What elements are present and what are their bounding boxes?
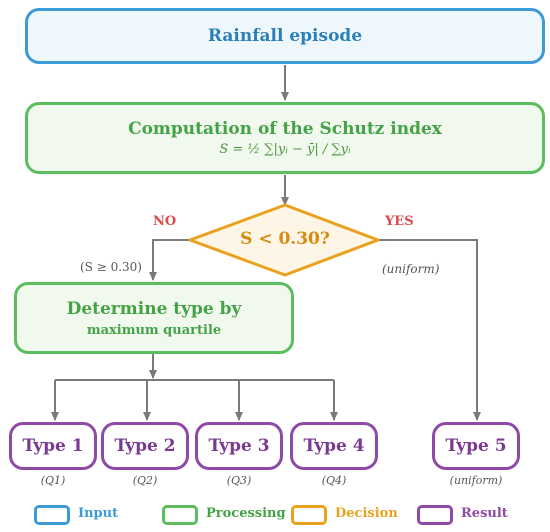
- determine-node-title: Determine type by: [66, 298, 242, 319]
- determine-node-subtitle: maximum quartile: [86, 322, 222, 338]
- type-2-label: Type 2: [114, 436, 176, 456]
- schutz-node-title: Computation of the Schutz index: [128, 119, 442, 139]
- decision-label: S < 0.30?: [240, 229, 330, 249]
- type-1-node: Type 1: [9, 422, 97, 470]
- arrow-yes-branch: [378, 239, 481, 421]
- yes-condition-label: (uniform): [382, 262, 440, 276]
- type-5-label: Type 5: [445, 436, 507, 456]
- no-condition-label: (S ≥ 0.30): [80, 260, 142, 274]
- legend-processing-swatch: [162, 505, 198, 525]
- type-1-label: Type 1: [22, 436, 84, 456]
- legend-decision-swatch: [291, 505, 327, 525]
- legend-result-swatch: [417, 505, 453, 525]
- schutz-formula: S = ½ ∑|yᵢ − ȳ| / ∑yᵢ: [219, 142, 351, 157]
- legend-input-swatch: [34, 505, 70, 525]
- schutz-node: Computation of the Schutz index S = ½ ∑|…: [25, 102, 545, 174]
- type-4-note: (Q4): [321, 474, 347, 487]
- input-node: Rainfall episode: [25, 8, 545, 64]
- arrow-no-branch: [149, 239, 190, 281]
- legend-processing-label: Processing: [206, 506, 286, 521]
- legend-result-label: Result: [461, 506, 508, 521]
- decision-diamond: [188, 203, 380, 277]
- type-4-node: Type 4: [290, 422, 378, 470]
- type-5-node: Type 5: [432, 422, 520, 470]
- legend-input-label: Input: [78, 506, 119, 521]
- type-3-node: Type 3: [195, 422, 283, 470]
- type-3-note: (Q3): [226, 474, 252, 487]
- type-5-note: (uniform): [449, 474, 503, 487]
- type-2-node: Type 2: [101, 422, 189, 470]
- type-2-note: (Q2): [132, 474, 158, 487]
- input-node-label: Rainfall episode: [207, 26, 363, 46]
- type-1-note: (Q1): [40, 474, 66, 487]
- determine-node: Determine type by maximum quartile: [14, 282, 294, 354]
- legend-decision-label: Decision: [335, 506, 398, 521]
- type-3-label: Type 3: [208, 436, 270, 456]
- yes-branch-label: YES: [385, 214, 414, 229]
- no-branch-label: NO: [153, 214, 177, 229]
- type-4-label: Type 4: [303, 436, 365, 456]
